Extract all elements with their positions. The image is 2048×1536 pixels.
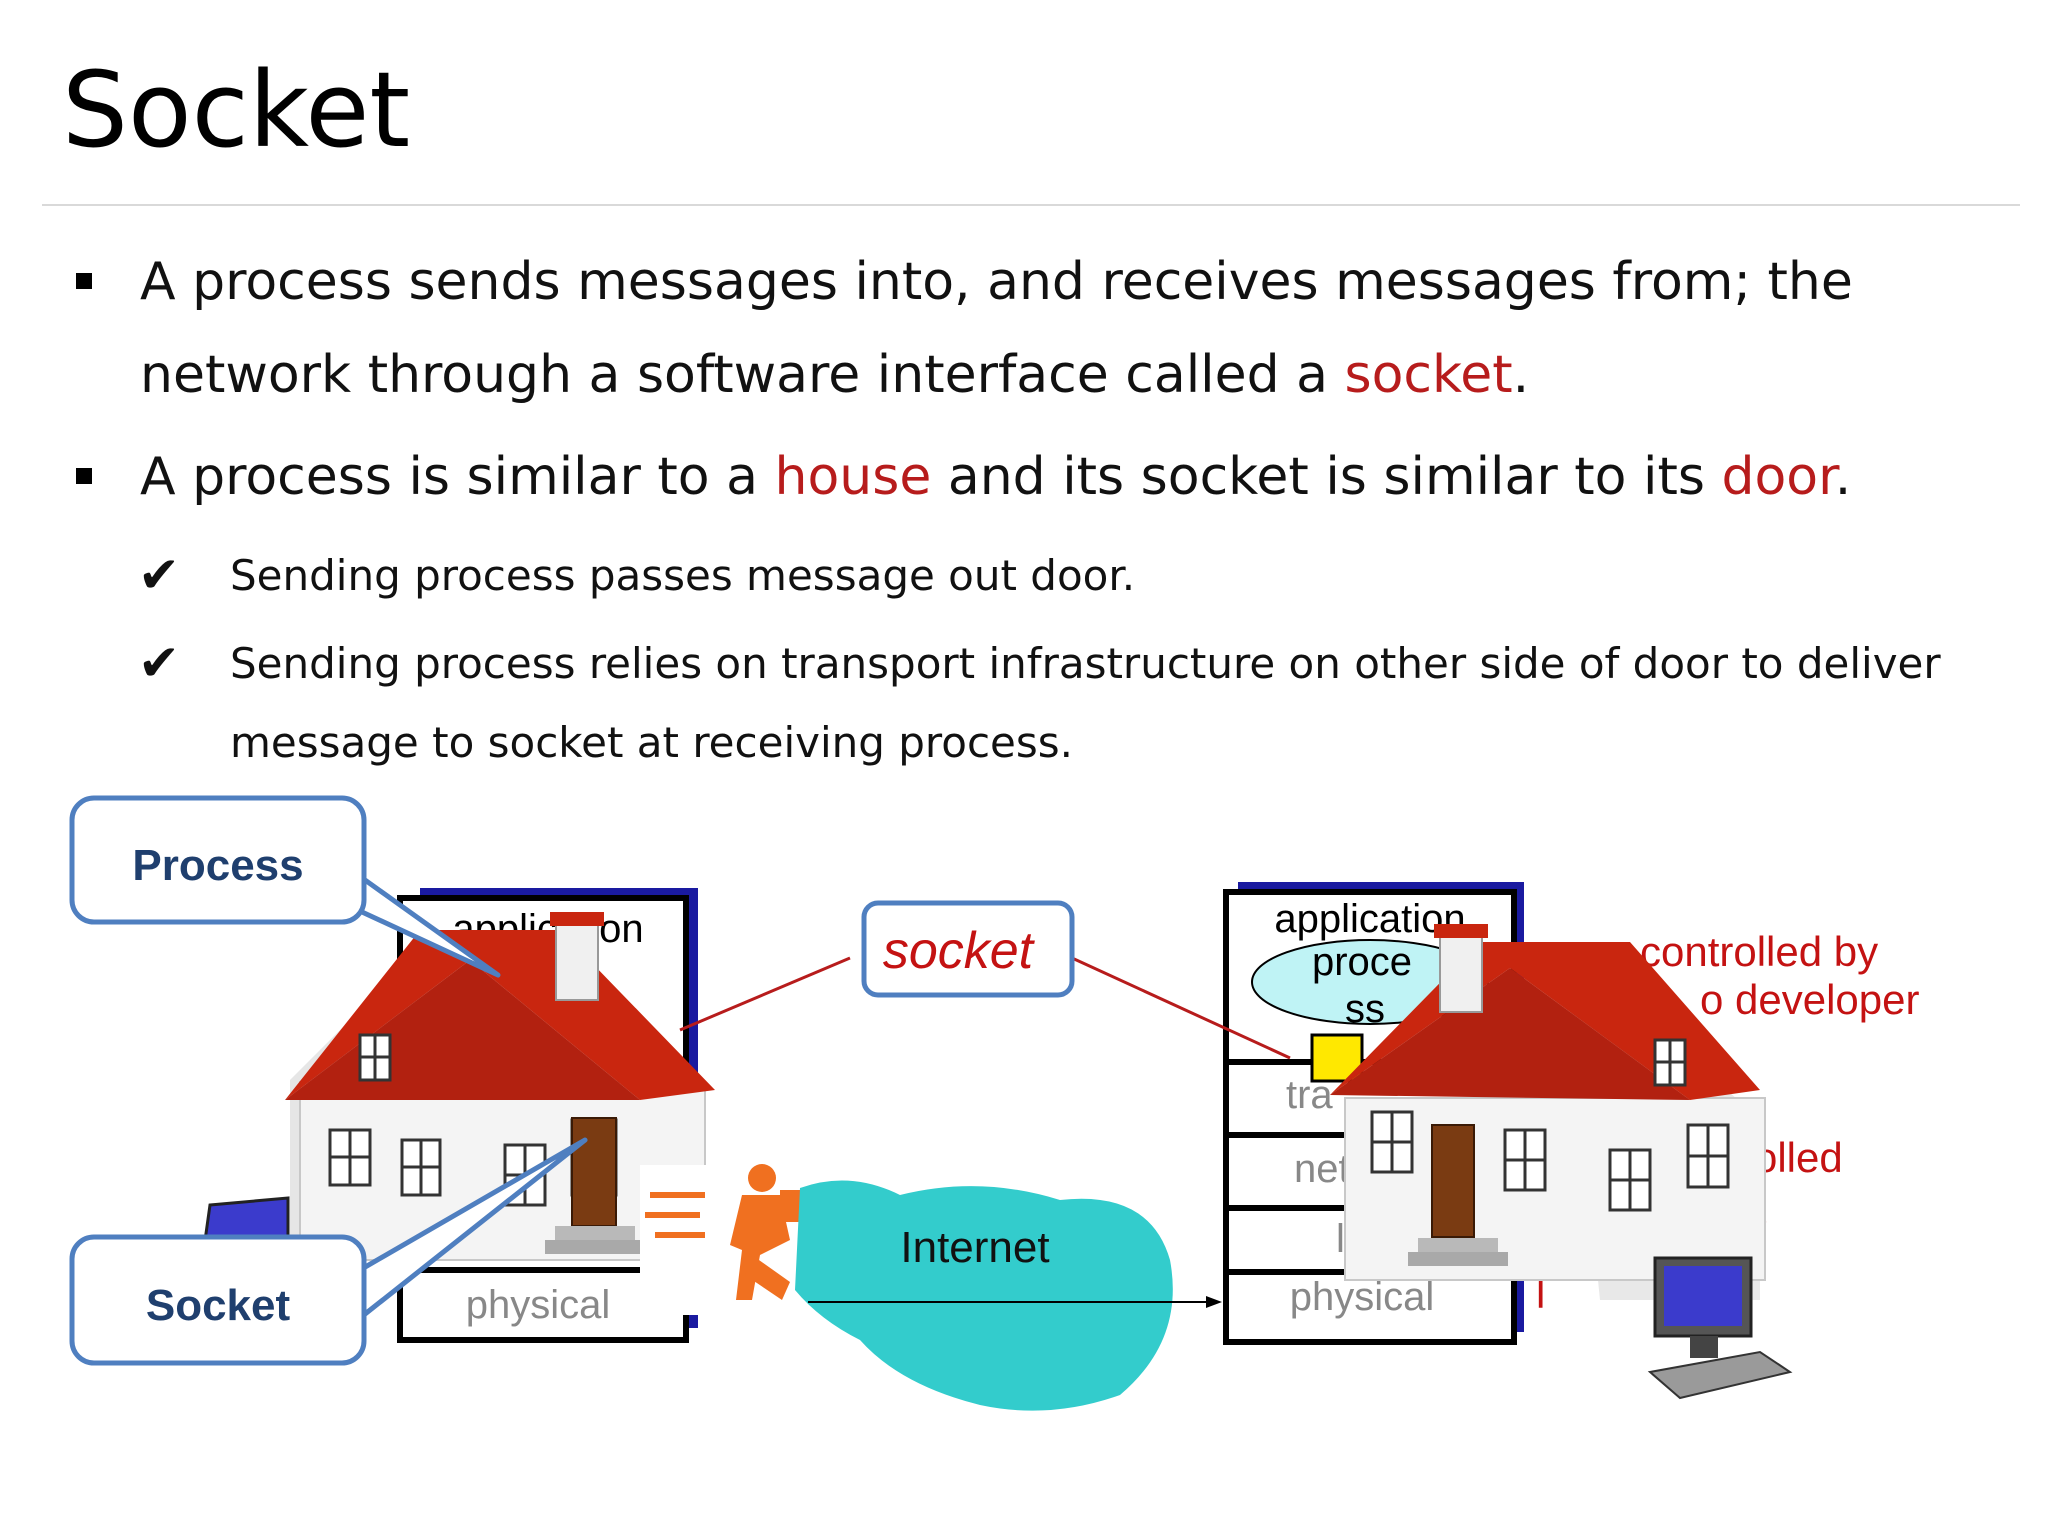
note-developer: o developer: [1700, 976, 1920, 1023]
bullet-square-icon: [76, 273, 92, 289]
right-stack-network: net: [1294, 1147, 1350, 1191]
bullet-1-text: A process sends messages into, and recei…: [140, 252, 1853, 405]
subbullet-2-text: Sending process relies on transport infr…: [230, 639, 1941, 767]
bullet-2: A process is similar to a house and its …: [76, 431, 2000, 524]
slide-title: Socket: [62, 49, 411, 171]
right-stack-process: proce: [1312, 940, 1412, 984]
subbullet-1-text: Sending process passes message out door.: [230, 551, 1136, 600]
note-fragment: l: [1536, 1270, 1545, 1317]
socket-bottom-callout-label: Socket: [146, 1281, 291, 1330]
process-callout: Process: [69, 795, 501, 978]
right-stack-application: application: [1274, 897, 1465, 941]
socket-diagram: application physical: [69, 795, 1920, 1411]
left-stack-physical: physical: [466, 1283, 611, 1327]
bullet-2-text-c: .: [1834, 447, 1852, 507]
bullet-2-text-a: A process is similar to a: [140, 447, 775, 507]
subbullet-1: ✔ Sending process passes message out doo…: [138, 536, 1990, 615]
house-icon: [1330, 924, 1766, 1300]
title-divider: [42, 204, 2020, 206]
bullet-1: A process sends messages into, and recei…: [76, 236, 2000, 422]
socket-callout-line-left: [679, 956, 851, 1032]
delivery-person-icon: [640, 1164, 816, 1315]
subbullet-2: ✔ Sending process relies on transport in…: [138, 624, 1990, 782]
internet-cloud: Internet: [795, 1180, 1173, 1411]
note-controlled-by: controlled by: [1640, 928, 1878, 975]
house-icon: [285, 912, 715, 1261]
socket-callout-line-right: [1071, 956, 1291, 1060]
bullet-2-house: house: [774, 447, 932, 507]
bullet-1-end: .: [1512, 345, 1530, 405]
socket-callout-label: socket: [883, 922, 1036, 980]
right-stack-transport: tra: [1286, 1073, 1333, 1117]
socket-bottom-callout: Socket: [69, 1137, 588, 1366]
bullet-2-text-b: and its socket is similar to its: [931, 447, 1722, 507]
arrow-head-icon: [1206, 1296, 1222, 1308]
right-stack-process-2: ss: [1345, 987, 1385, 1031]
bullet-square-icon: [76, 468, 92, 484]
process-callout-label: Process: [132, 841, 303, 890]
right-stack-physical: physical: [1290, 1275, 1435, 1319]
bullet-2-door: door: [1721, 447, 1835, 507]
check-mark-icon: ✔: [138, 634, 180, 692]
internet-label: Internet: [900, 1223, 1049, 1272]
computer-icon: [1647, 1256, 1793, 1400]
bullet-1-highlight: socket: [1344, 345, 1513, 405]
socket-callout: socket: [861, 900, 1075, 998]
check-mark-icon: ✔: [138, 546, 180, 604]
